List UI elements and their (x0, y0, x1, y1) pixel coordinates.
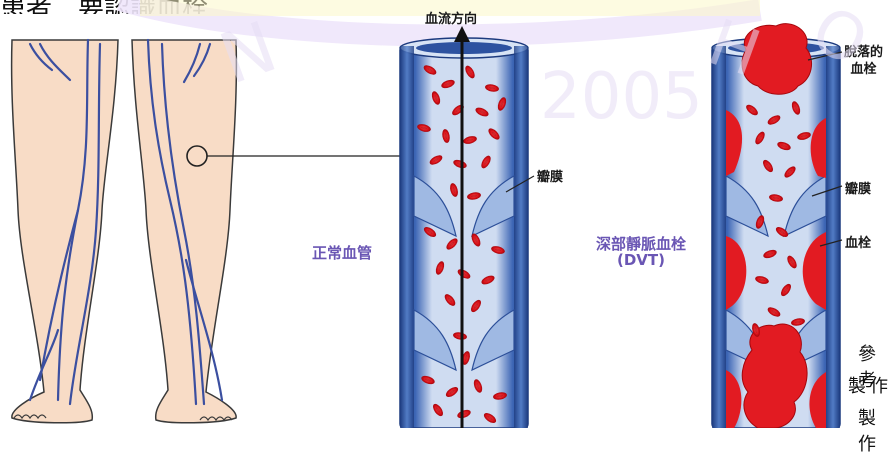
normal-vessel-label: 正常血管 (312, 244, 373, 262)
valve-label-normal: 瓣膜 (537, 170, 564, 185)
reference-line-3: 製作 (858, 408, 880, 455)
clot-label: 血栓 (845, 236, 872, 251)
illustration-canvas (10, 0, 843, 428)
dvt-label-line1: 深部靜脈血栓 (596, 235, 687, 253)
lower-clot (741, 323, 808, 428)
watermark (116, 0, 762, 47)
normal-vessel (399, 26, 535, 428)
dislodged-clot-label: 脫落的 血栓 (844, 44, 883, 78)
dislodged-clot-line2: 血栓 (850, 62, 877, 77)
blood-clots (726, 110, 826, 428)
dvt-label-line2: (DVT) (617, 251, 666, 269)
dislodged-clot-line1: 脫落的 (844, 45, 884, 60)
dvt-label: 深部靜脈血栓 (DVT) (596, 236, 686, 268)
reference-line-1: 參考 (858, 344, 880, 391)
valve-label-dvt: 瓣膜 (845, 182, 872, 197)
dvt-vessel (711, 23, 843, 428)
flow-direction-label: 血流方向 (425, 12, 478, 27)
watermark-year: 2005 (540, 60, 703, 134)
legs-illustration (10, 38, 414, 424)
reference-line-2: 製作 (848, 376, 892, 397)
dislodged-clot (741, 23, 813, 95)
